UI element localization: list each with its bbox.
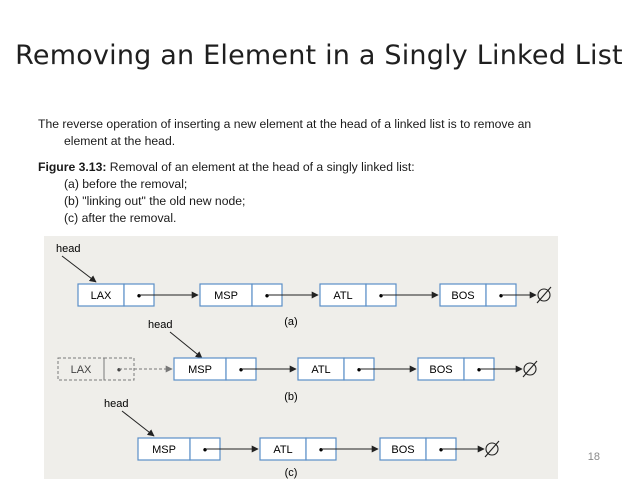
head-label-c: head (104, 398, 128, 410)
linked-list-figure: head LAX • MSP • ATL • (44, 236, 558, 479)
figure-caption-line: Figure 3.13: Removal of an element at th… (38, 159, 618, 176)
node-label: LAX (91, 290, 112, 302)
row-b: head LAX • MSP • ATL • (57, 319, 538, 403)
caption-item-b: (b) "linking out" the old new node; (64, 194, 246, 208)
node-label: MSP (214, 290, 238, 302)
node-label: ATL (273, 444, 292, 456)
node-label: ATL (311, 364, 330, 376)
caption-item-a: (a) before the removal; (64, 177, 188, 191)
figure-caption: Removal of an element at the head of a s… (109, 160, 415, 174)
node-label: BOS (451, 290, 474, 302)
null-icon (522, 360, 538, 378)
head-arrow-c (121, 410, 155, 437)
paragraph-line-1: The reverse operation of inserting a new… (38, 117, 532, 131)
figure-label: Figure 3.13: (38, 160, 107, 174)
slide-body: The reverse operation of inserting a new… (38, 116, 618, 227)
null-icon (536, 286, 552, 304)
node-bos: BOS • (417, 357, 495, 381)
head-arrow-b (169, 331, 203, 359)
slide-title: Removing an Element in a Singly Linked L… (15, 40, 623, 71)
node-label: BOS (391, 444, 414, 456)
caption-a: (a) (284, 316, 297, 328)
row-c: head MSP • ATL • BOS • (104, 398, 500, 479)
node-label: LAX (71, 364, 92, 376)
node-label: BOS (429, 364, 452, 376)
head-arrow-a (61, 255, 97, 283)
caption-item-c: (c) after the removal. (64, 211, 177, 225)
head-label-a: head (56, 243, 80, 255)
caption-b: (b) (284, 391, 297, 403)
node-label: MSP (188, 364, 212, 376)
node-label: ATL (333, 290, 352, 302)
paragraph-line-2: element at the head. (64, 134, 176, 148)
caption-c: (c) (285, 467, 298, 479)
node-lax-removed: LAX • (57, 357, 135, 381)
node-msp: MSP • (137, 437, 221, 461)
row-a: head LAX • MSP • ATL • (56, 243, 552, 328)
node-msp: MSP • (199, 283, 283, 307)
head-label-b: head (148, 319, 172, 331)
linked-list-diagram: head LAX • MSP • ATL • (56, 243, 552, 479)
node-label: MSP (152, 444, 176, 456)
null-icon (484, 440, 500, 458)
page-number: 18 (587, 451, 600, 463)
